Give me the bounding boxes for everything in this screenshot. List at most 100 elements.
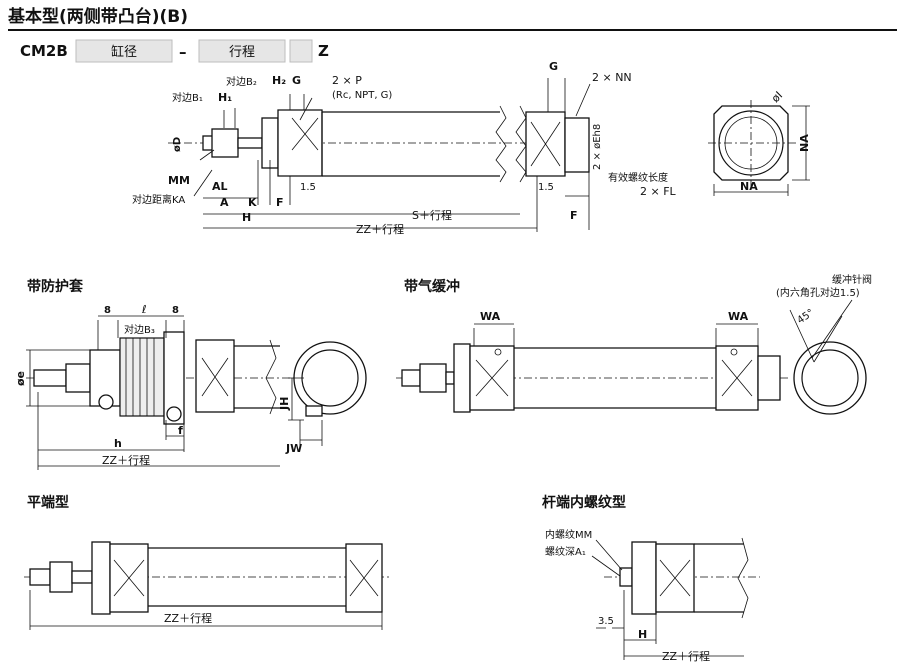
label-na-v: NA <box>798 134 811 152</box>
header: 基本型(两侧带凸台)(B) <box>7 6 897 31</box>
boot-rod-nut <box>65 363 91 393</box>
break-line-left <box>495 105 507 183</box>
end-view-dims <box>713 105 810 196</box>
flat-rod-nut <box>49 561 73 593</box>
female-break-line <box>737 537 749 619</box>
female-label-3-5: 3.5 <box>598 616 614 627</box>
cushion-label-valve: 缓冲针阀 <box>832 273 872 286</box>
flat-rod <box>71 570 93 584</box>
cushion-end-outer <box>793 341 867 415</box>
piston-rod <box>237 137 263 149</box>
female-head-nut <box>631 541 657 615</box>
cushion-tube <box>514 347 716 409</box>
female-label-zz: ZZ＋行程 <box>662 650 710 663</box>
female-title: 杆端内螺纹型 <box>542 494 626 511</box>
label-na-h: NA <box>740 180 758 193</box>
rod-end-nut <box>211 128 239 158</box>
order-code: CM2B 缸径 – 行程 Z <box>20 39 329 63</box>
cylinder-tube <box>321 111 500 177</box>
boot-label-jh: JH <box>278 397 291 411</box>
boot-bellows-folds <box>125 338 155 416</box>
cushion-title: 带气缓冲 <box>404 278 460 295</box>
female-tube <box>694 543 744 613</box>
boot-label-jw: JW <box>285 442 302 455</box>
flat-label-zz: ZZ＋行程 <box>164 612 212 625</box>
female-head-cross <box>659 559 691 597</box>
label-zz-stroke: ZZ＋行程 <box>356 223 404 236</box>
main-drawing: 对边B₁ H₁ 对边B₂ H₂ G 2 × P (Rc, NPT, G) øD … <box>132 60 811 236</box>
boot-dim-8a: 8 <box>104 305 111 316</box>
break-line-right <box>515 105 527 183</box>
boot-end-band <box>305 405 323 417</box>
label-nn: 2 × NN <box>592 71 632 84</box>
boot-label-f: f <box>178 424 183 437</box>
main-ext-lines <box>257 160 590 232</box>
cushion-section: 带气缓冲 WA WA 缓冲针阀 (内六角孔对边1.5) 45° <box>396 273 872 415</box>
order-box-blank <box>289 39 313 63</box>
boot-dim-ell: ℓ <box>141 303 147 316</box>
label-eh8: 2 × øEh8 <box>592 124 603 170</box>
label-h2: H₂ <box>272 74 286 87</box>
rear-boss <box>564 117 590 173</box>
label-fl-note: 有效螺纹长度 <box>608 171 668 184</box>
boot-section: 带防护套 8 ℓ 8 对边B₃ øe h f ZZ＋行程 JH JW <box>14 278 367 470</box>
boot-band-left <box>98 394 114 410</box>
main-dim-lines <box>203 197 537 229</box>
boot-tube <box>234 345 280 409</box>
boot-end-dims <box>288 377 323 446</box>
page-title: 基本型(两侧带凸台)(B) <box>7 6 188 27</box>
label-mm: MM <box>168 174 190 187</box>
boot-label-oe: øe <box>14 371 27 386</box>
label-oi: øI <box>769 89 785 105</box>
label-h: H <box>242 211 251 224</box>
rod-port-cross <box>530 121 561 167</box>
order-box-bore <box>75 39 173 63</box>
label-g-right: G <box>549 60 558 73</box>
cushion-valve-leader <box>811 299 853 359</box>
label-g: G <box>292 74 301 87</box>
boot-break-line <box>265 339 277 415</box>
cushion-wa-dims <box>473 323 759 346</box>
label-f-right: F <box>570 209 578 222</box>
label-s-stroke: S＋行程 <box>412 209 452 222</box>
boot-end-outer <box>293 341 367 415</box>
female-label-h: H <box>638 628 647 641</box>
head-port-cross <box>291 117 319 151</box>
main-leaders <box>193 83 591 197</box>
order-box-stroke <box>198 39 286 63</box>
flat-rod-cross <box>349 559 379 597</box>
label-h1: H₁ <box>218 91 232 104</box>
boot-label-h: h <box>114 437 122 450</box>
boot-bottom-dims <box>37 392 280 470</box>
end-view-centerlines <box>708 100 796 188</box>
order-box-stroke-label: 行程 <box>229 45 255 60</box>
order-box-bore-label: 缸径 <box>111 44 137 60</box>
label-k: K <box>248 196 257 209</box>
boot-bellows-end <box>89 349 121 407</box>
flat-rod-thread <box>29 568 51 586</box>
cushion-end-inner <box>801 349 859 407</box>
cushion-label-wa-right: WA <box>728 310 749 323</box>
label-1-5: 1.5 <box>300 182 316 193</box>
boot-label-b3: 对边B₃ <box>124 323 155 336</box>
label-a: A <box>220 196 229 209</box>
cushion-head-cross <box>475 359 509 397</box>
cushion-head-nut <box>453 343 471 413</box>
cushion-needle-right <box>730 348 738 356</box>
female-dims <box>596 590 744 660</box>
boot-head-cross <box>201 357 229 397</box>
main-top-ext-lines <box>223 78 566 128</box>
label-b1: 对边B₁ <box>172 91 203 104</box>
cushion-rod-nut <box>419 363 447 393</box>
boot-top-dims <box>97 315 185 350</box>
flat-dims <box>29 590 383 630</box>
order-suffix: Z <box>318 42 329 60</box>
female-section: 杆端内螺纹型 内螺纹MM 螺纹深A₁ 3.5 H ZZ＋行程 <box>542 494 760 663</box>
order-prefix: CM2B <box>20 42 68 60</box>
label-al: AL <box>212 180 228 193</box>
label-p: 2 × P <box>332 74 362 87</box>
cushion-label-angle: 45° <box>795 307 816 326</box>
cushion-rod <box>445 371 455 385</box>
cushion-rear-boss <box>757 355 781 401</box>
